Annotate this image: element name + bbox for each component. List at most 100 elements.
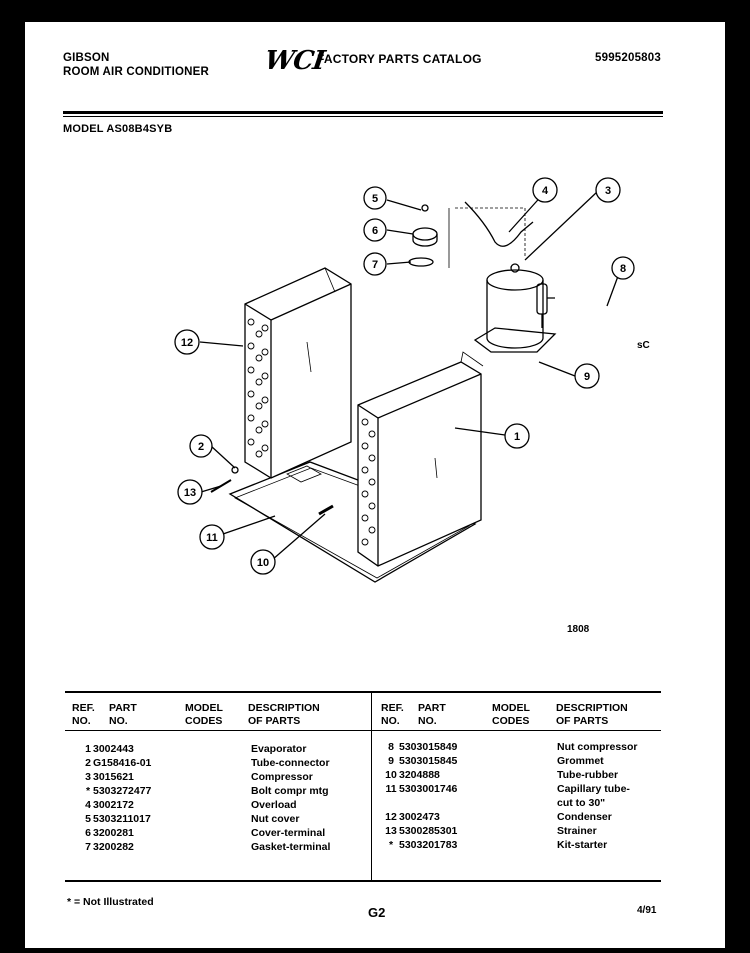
cell-ref: * — [85, 785, 91, 797]
cell-desc: Nut compressor — [557, 741, 638, 753]
callout-7: 7 — [363, 252, 387, 276]
cell-ref: * — [388, 839, 394, 851]
cell-ref: 1 — [85, 743, 91, 755]
cell-ref — [383, 797, 399, 811]
diagram-side-note: sC — [637, 340, 650, 351]
table-header-rule — [65, 730, 661, 731]
cell-desc: Kit-starter — [557, 839, 608, 851]
model-label: MODEL AS08B4SYB — [63, 123, 173, 135]
cell-ref: 12 — [385, 811, 397, 823]
cell-desc: Tube-connector — [251, 757, 330, 769]
svg-text:6: 6 — [372, 225, 378, 237]
callout-4: 4 — [532, 177, 558, 203]
cell-desc: Tube-rubber — [557, 769, 619, 781]
cell-desc: Strainer — [557, 825, 597, 837]
callout-5: 5 — [363, 186, 387, 210]
svg-text:10: 10 — [257, 557, 269, 569]
cell-ref: 4 — [85, 799, 91, 811]
cell-model — [189, 813, 251, 827]
callout-10: 10 — [250, 549, 276, 575]
callout-12: 12 — [174, 329, 200, 355]
cell-desc: Nut cover — [251, 813, 300, 825]
callout-2: 2 — [189, 434, 213, 458]
cell-part: 3002172 — [93, 799, 134, 811]
svg-text:7: 7 — [372, 259, 378, 271]
cell-part: 3015621 — [93, 771, 134, 783]
cell-model — [189, 841, 251, 855]
table-row: 8 5303015849 Nut compressor — [383, 741, 667, 755]
svg-text:5: 5 — [372, 193, 378, 205]
cell-ref: 13 — [385, 825, 397, 837]
cell-ref: 5 — [85, 813, 91, 825]
svg-text:12: 12 — [181, 337, 193, 349]
svg-text:9: 9 — [584, 371, 590, 383]
cell-model — [495, 741, 557, 755]
cell-desc: Bolt compr mtg — [251, 785, 329, 797]
cell-ref: 9 — [388, 755, 394, 767]
parts-catalog-page: GIBSON ROOM AIR CONDITIONER WCI FACTORY … — [25, 22, 725, 948]
col-header-ref: REF.NO. — [72, 702, 95, 727]
product-name: ROOM AIR CONDITIONER — [63, 66, 210, 78]
cell-model — [495, 811, 557, 825]
cell-desc: Overload — [251, 799, 297, 811]
callout-1: 1 — [504, 423, 530, 449]
parts-table-right: 8 5303015849 Nut compressor 9 5303015845 Grom… — [383, 741, 667, 853]
cell-part: 5303015849 — [399, 741, 458, 753]
table-divider — [371, 693, 372, 880]
cell-ref: 8 — [388, 741, 394, 753]
callout-13: 13 — [177, 479, 203, 505]
cell-part: 5303211017 — [93, 813, 151, 825]
callout-3: 3 — [595, 177, 621, 203]
svg-text:8: 8 — [620, 263, 626, 275]
callout-6: 6 — [363, 218, 387, 242]
cell-ref: 10 — [385, 769, 397, 781]
cell-part: 5300285301 — [399, 825, 458, 837]
svg-text:2: 2 — [198, 441, 204, 453]
header-rule-thin — [63, 116, 663, 117]
cell-model — [495, 825, 557, 839]
exploded-parts-diagram: 12 2 13 11 10 1 3 4 5 6 7 8 9 sC 1808 — [174, 177, 650, 635]
cell-ref: 11 — [385, 783, 397, 795]
cell-part: 3002473 — [399, 811, 440, 823]
table-row: cut to 30" — [383, 797, 667, 811]
cell-desc: Gasket-terminal — [251, 841, 331, 853]
revision-date: 4/91 — [637, 905, 657, 916]
catalog-title: FACTORY PARTS CATALOG — [317, 52, 482, 66]
table-top-rule — [65, 691, 661, 693]
cell-part: 5303015845 — [399, 755, 458, 767]
cell-model — [189, 757, 251, 771]
svg-text:1: 1 — [514, 431, 520, 443]
cell-ref: 6 — [85, 827, 91, 839]
page-number: G2 — [368, 905, 386, 920]
svg-text:3: 3 — [605, 185, 611, 197]
col-header-ref-right: REF.NO. — [381, 702, 404, 727]
cell-desc: cut to 30" — [557, 797, 606, 809]
cell-model — [189, 743, 251, 757]
cell-part: 5303201783 — [399, 839, 458, 851]
cell-desc: Grommet — [557, 755, 604, 767]
cell-part: 3002443 — [93, 743, 134, 755]
table-bottom-rule — [65, 880, 661, 882]
cell-model — [495, 783, 557, 797]
cell-ref: 7 — [85, 841, 91, 853]
cell-model — [189, 771, 251, 785]
cell-part: G158416-01 — [93, 757, 152, 769]
table-row: 9 5303015845 Grommet — [383, 755, 667, 769]
cell-desc: Compressor — [251, 771, 313, 783]
cell-ref: 2 — [85, 757, 91, 769]
cell-model — [189, 827, 251, 841]
callout-8: 8 — [611, 256, 635, 280]
